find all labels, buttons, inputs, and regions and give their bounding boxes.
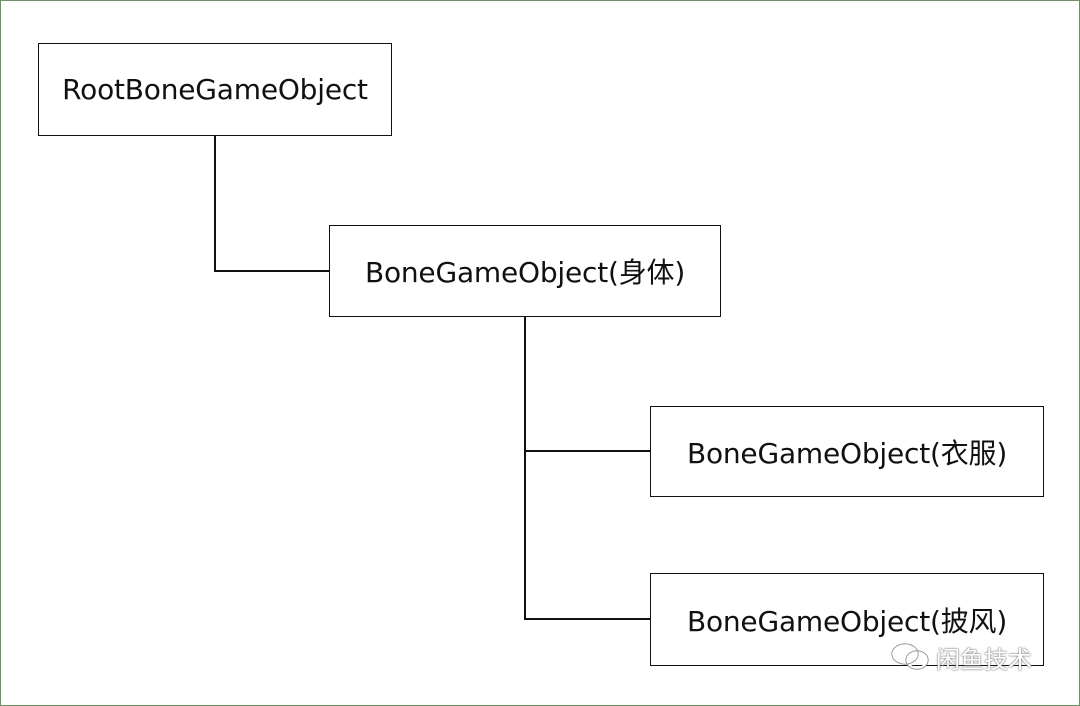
node-clothes-bone-label: BoneGameObject(衣服)	[686, 436, 1008, 470]
node-body-bone: BoneGameObject(身体)	[329, 225, 721, 317]
node-clothes-bone: BoneGameObject(衣服)	[650, 406, 1044, 497]
node-root-bone: RootBoneGameObject	[38, 43, 392, 136]
node-cape-bone: BoneGameObject(披风)	[650, 573, 1044, 666]
node-cape-bone-label: BoneGameObject(披风)	[686, 604, 1008, 638]
wechat-icon	[890, 642, 930, 672]
watermark-text: 闲鱼技术	[936, 645, 1032, 674]
node-root-bone-label: RootBoneGameObject	[62, 73, 368, 106]
node-body-bone-label: BoneGameObject(身体)	[364, 256, 686, 289]
watermark: 闲鱼技术	[890, 640, 1032, 674]
